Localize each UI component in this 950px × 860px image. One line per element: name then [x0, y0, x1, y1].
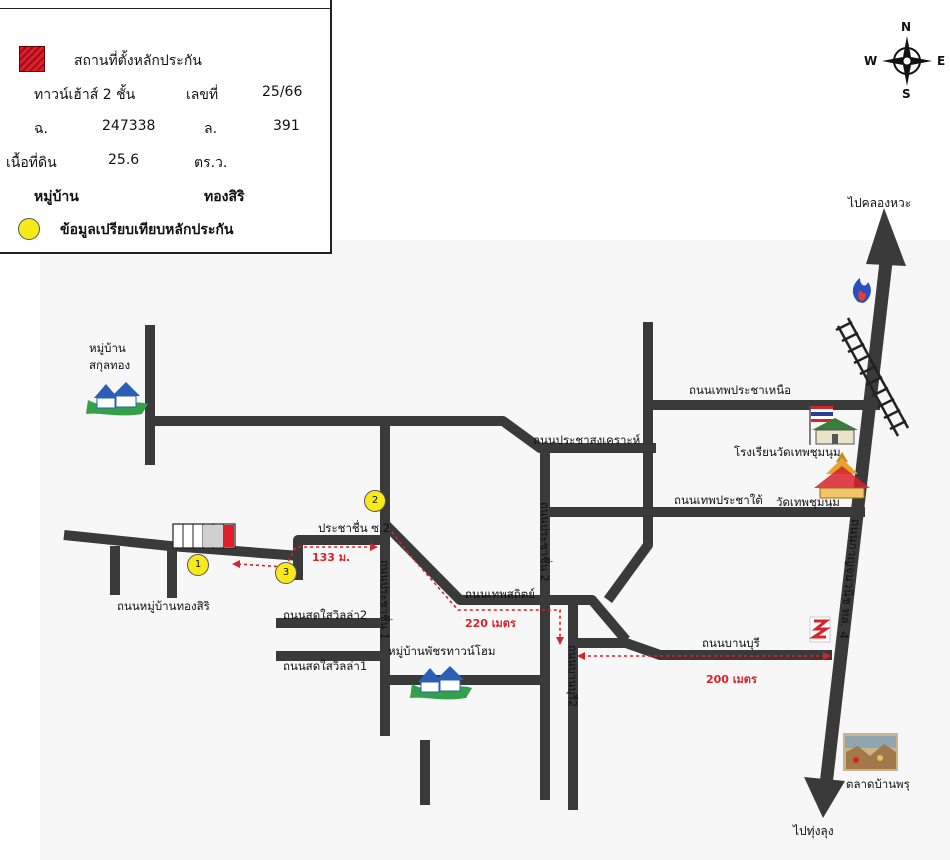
- label-village-sakultong-2: สกุลทอง: [89, 358, 131, 372]
- label-temple: วัดเทพชุมนุม: [776, 495, 840, 509]
- arrowhead-200-left: [577, 652, 585, 660]
- arrowhead-220-end: [556, 637, 564, 645]
- compass-e-label: E: [937, 54, 946, 68]
- legend-village-value: ทองสิริ: [204, 189, 245, 205]
- label-road-prachachuen-soi2: ประชาชื่น ซ.2: [318, 521, 391, 535]
- label-village-sakultong-1: หมู่บ้าน: [89, 341, 126, 355]
- label-road-thepsathit: ถนนเทพสถิตย์: [465, 587, 535, 601]
- collateral-site-swatch-icon: [19, 46, 45, 72]
- label-road-prachachuen-1: ถนนประชาชื่น 1: [378, 560, 391, 640]
- legend-area-unit: ตร.ว.: [194, 155, 228, 171]
- legend-area-value: 25.6: [108, 152, 140, 168]
- legend-chanot-label: ฉ.: [34, 121, 48, 137]
- comparison-marker-3: 3: [275, 562, 297, 584]
- label-market: ตลาดบ้านพรุ: [846, 777, 910, 791]
- comparison-marker-icon: [18, 218, 40, 240]
- railway-icon: [835, 317, 910, 437]
- legend-property-type: ทาวน์เฮ้าส์ 2 ชั้น: [34, 87, 136, 103]
- arrow-north-icon: [866, 208, 906, 266]
- temple-icon: [814, 452, 870, 499]
- townhouse-site-icon: [172, 523, 236, 549]
- compass-s-label: S: [902, 87, 911, 101]
- gas-station-icon: [852, 278, 871, 303]
- legend-number-label: เลขที่: [186, 87, 219, 103]
- legend-comparison-label: ข้อมูลเปรียบเทียบหลักประกัน: [60, 222, 234, 238]
- arrowhead-133-left: [232, 560, 240, 568]
- highway-kanchanavanich: [819, 261, 893, 786]
- label-distance-220: 220 เมตร: [465, 617, 516, 630]
- label-road-thep-pracha-south: ถนนเทพประชาใต้: [674, 493, 763, 507]
- legend-number-value: 25/66: [262, 84, 303, 100]
- compass-n-label: N: [901, 20, 912, 34]
- label-road-sot-sawilla-2: ถนนสดใสวิลล่า2: [283, 608, 368, 622]
- arrow-south-icon: [804, 777, 845, 818]
- label-road-village-thongsiri: ถนนหมู่บ้านทองสิริ: [117, 599, 210, 613]
- village-house-icon-sakultong: [86, 382, 148, 416]
- road-village-thongsiri: [63, 530, 301, 561]
- road-prachachuen-soi2: [293, 535, 385, 580]
- label-road-prachachuen-2: ถนนประชาชื่น 2: [538, 502, 551, 582]
- suzuki-icon: [809, 616, 831, 643]
- label-village-phatchara: หมู่บ้านพัชรทาวน์โฮม: [388, 644, 496, 658]
- arrowhead-133-right: [370, 543, 378, 551]
- label-distance-200: 200 เมตร: [706, 673, 757, 686]
- legend-top-line: [0, 8, 330, 9]
- label-to-khlong-wa: ไปคลองหวะ: [848, 196, 912, 210]
- legend-panel: สถานที่ตั้งหลักประกัน ทาวน์เฮ้าส์ 2 ชั้น…: [0, 0, 332, 254]
- label-to-thung-lung: ไปทุ่งลุง: [793, 824, 834, 838]
- legend-chanot-value: 247338: [102, 118, 156, 134]
- distance-line-133: [237, 546, 373, 568]
- label-school: โรงเรียนวัดเทพชุมนุม: [734, 445, 841, 459]
- label-road-sot-sawilla-1: ถนนสดใสวิลล่า1: [283, 659, 368, 673]
- label-road-thep-pracha-north: ถนนเทพประชาเหนือ: [689, 383, 791, 397]
- distance-line-220: [391, 531, 561, 640]
- road-banburi: [573, 638, 832, 660]
- label-road-banburi: ถนนบานบุรี: [702, 636, 760, 650]
- legend-area-label: เนื้อที่ดิน: [6, 155, 57, 171]
- legend-lo-label: ล.: [204, 121, 218, 137]
- comparison-marker-2: 2: [364, 490, 386, 512]
- school-icon: [809, 406, 858, 445]
- market-image: [843, 733, 898, 771]
- compass-rose-icon: [882, 36, 932, 86]
- label-road-pracha-songkhro: ถนนประชาสงเคราะห์: [533, 433, 641, 447]
- comparison-marker-1: 1: [187, 554, 209, 576]
- arrowhead-200-right: [823, 652, 831, 660]
- label-distance-133: 133 ม.: [312, 551, 351, 564]
- legend-site-label: สถานที่ตั้งหลักประกัน: [74, 53, 202, 69]
- legend-village-label: หมู่บ้าน: [34, 189, 79, 205]
- compass-w-label: W: [864, 54, 878, 68]
- label-road-banburi-2: ถนนบานบุรี2: [566, 645, 579, 708]
- road-thepsathit: [381, 520, 630, 644]
- road-thep-pracha-vertical: [603, 322, 653, 603]
- road-pracha-songkhro: [150, 416, 656, 453]
- legend-lo-value: 391: [273, 118, 300, 134]
- village-house-icon-phatchara: [410, 666, 472, 700]
